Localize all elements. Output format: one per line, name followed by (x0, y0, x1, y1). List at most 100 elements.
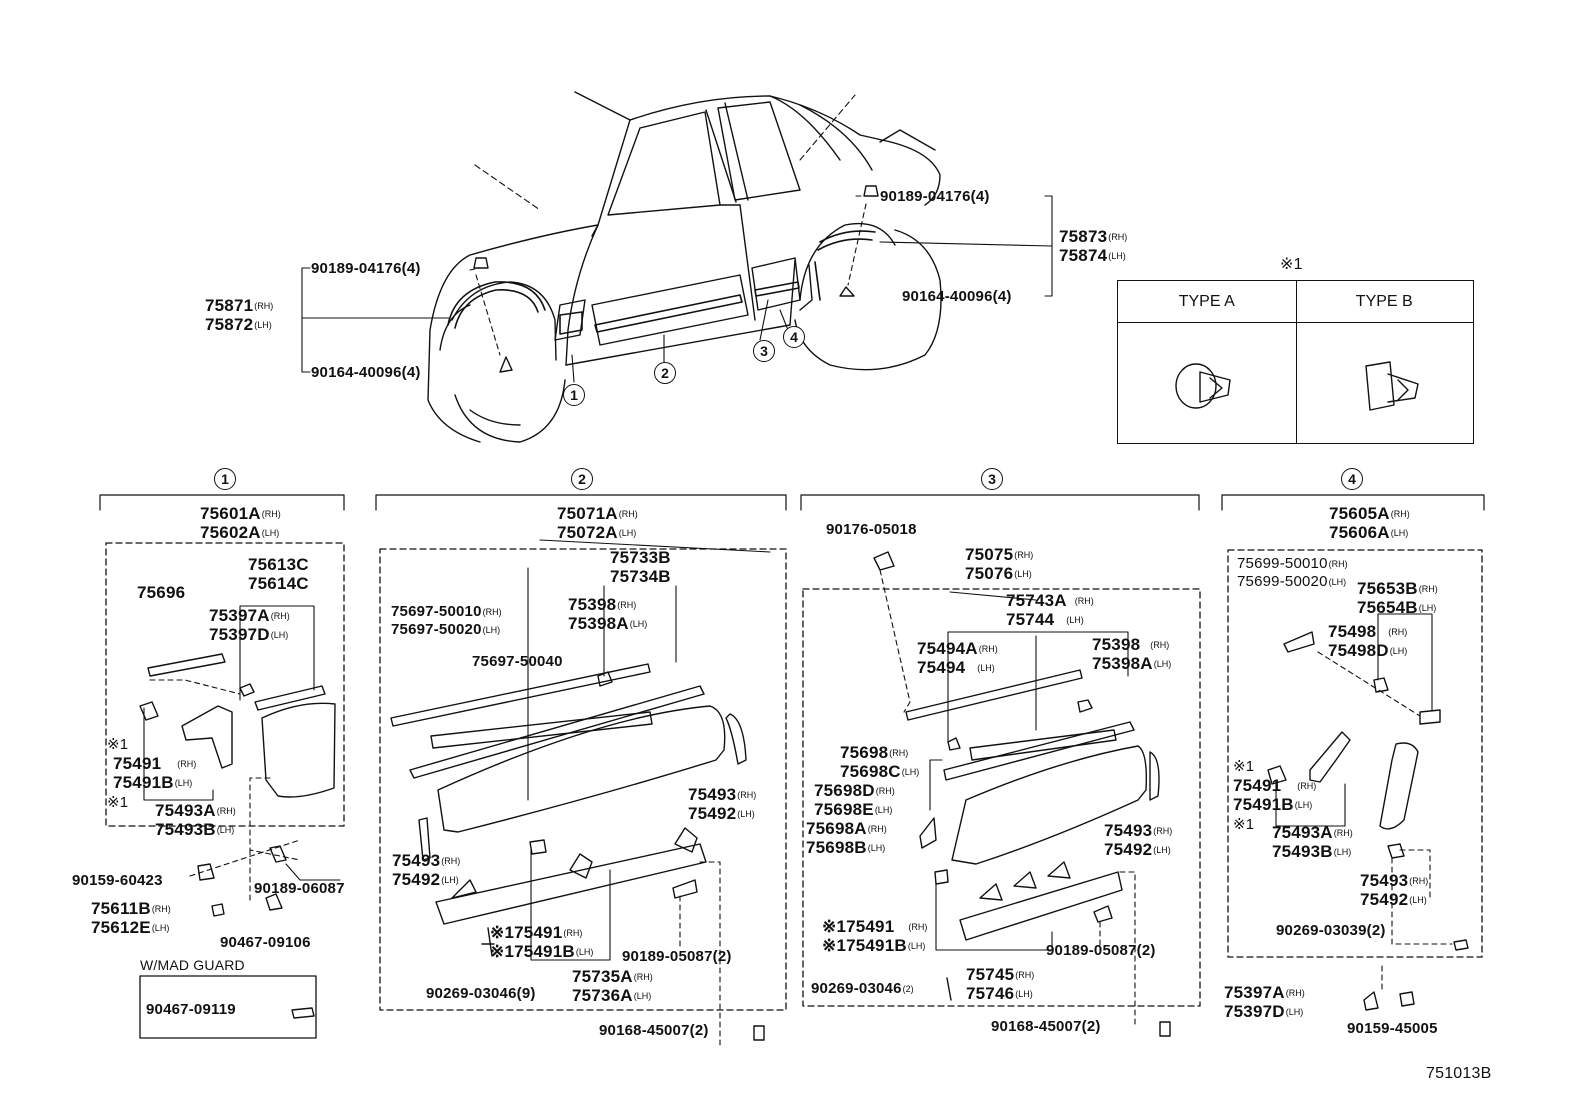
section4-leaders (1275, 613, 1453, 991)
s3-75075: 75075(RH) (965, 545, 1034, 564)
s4-note2: ※1 (1233, 816, 1255, 833)
section1-leaders (143, 605, 341, 901)
s4-75493: 75493(RH) (1360, 871, 1429, 890)
s3-75698c: 75698C(LH) (840, 762, 920, 781)
s3-75494: 75494(LH) (917, 658, 995, 677)
s3-75745: 75745(RH) (966, 965, 1035, 984)
s1-assembly-rh: 75601A(RH) (200, 504, 281, 523)
s2-90269: 90269-03046(9) (426, 985, 536, 1002)
s4-assembly-rh: 75605A(RH) (1329, 504, 1410, 523)
s4-assembly-lh: 75606A(LH) (1329, 523, 1409, 542)
s4-75653b: 75653B(RH) (1357, 579, 1438, 598)
s3-75698a: 75698A(RH) (806, 819, 887, 838)
s1-75493a: 75493A(RH) (155, 801, 236, 820)
s2-75734b: 75734B (610, 567, 671, 586)
callout-4-top: 4 (783, 326, 805, 348)
s1-90467a: 90467-09106 (220, 934, 311, 951)
front-clip-label: 90189-04176(4) (311, 260, 421, 277)
rear-liner-rh-label: 75873(RH) (1059, 227, 1128, 246)
s4-90159: 90159-45005 (1347, 1020, 1438, 1037)
s2-75398a: 75398A(LH) (568, 614, 648, 633)
section3-leaders (879, 569, 1136, 1027)
s3-75398a: 75398A(LH) (1092, 654, 1172, 673)
s2-75697-40: 75697-50040 (472, 653, 563, 670)
section-dashed-boxes (105, 542, 1483, 1011)
s3-90176: 90176-05018 (826, 521, 917, 538)
rear-clip-label: 90189-04176(4) (880, 188, 990, 205)
top-leaders (301, 94, 1053, 383)
s4-75498: 75498(RH) (1328, 622, 1408, 641)
rear-screw-label: 90164-40096(4) (902, 288, 1012, 305)
s3-75492: 75492(LH) (1104, 840, 1171, 859)
callout-3-top: 3 (753, 340, 775, 362)
s1-75614c: 75614C (248, 574, 309, 593)
s1-75491: 75491(RH) (113, 754, 197, 773)
s2-75736a: 75736A(LH) (572, 986, 652, 1005)
front-liner-lh-label: 75872(LH) (205, 315, 272, 334)
section4-parts (1267, 631, 1469, 1011)
s3-75494a: 75494A(RH) (917, 639, 998, 658)
s4-75699-20: 75699-50020(LH) (1237, 573, 1347, 590)
s1-assembly-lh: 75602A(LH) (200, 523, 280, 542)
s4-75699-10: 75699-50010(RH) (1237, 555, 1348, 572)
s3-75698e: 75698E(LH) (814, 800, 893, 819)
s2-75492-left: 75492(LH) (392, 870, 459, 889)
s3-75744: 75744(LH) (1006, 610, 1084, 629)
section2-parts (390, 663, 765, 1041)
s4-75492: 75492(LH) (1360, 890, 1427, 909)
s1-75491b: 75491B(LH) (113, 773, 193, 792)
s1-note1: ※1 (107, 736, 129, 753)
s3-75698b: 75698B(LH) (806, 838, 886, 857)
s2-75491: ※175491(RH) (490, 923, 583, 942)
type-a-header: TYPE A (1118, 281, 1296, 323)
s2-75493-right: 75493(RH) (688, 785, 757, 804)
s3-90189: 90189-05087(2) (1046, 942, 1156, 959)
callout-2-section: 2 (571, 468, 593, 490)
front-liner-rh-label: 75871(RH) (205, 296, 274, 315)
s4-75397d: 75397D(LH) (1224, 1002, 1304, 1021)
s1-75493b: 75493B(LH) (155, 820, 235, 839)
section1-parts (139, 653, 336, 1019)
s4-75498d: 75498D(LH) (1328, 641, 1408, 660)
rear-liner-lh-label: 75874(LH) (1059, 246, 1126, 265)
s4-75491b: 75491B(LH) (1233, 795, 1313, 814)
s1-75696: 75696 (137, 583, 186, 602)
callout-3-section: 3 (981, 468, 1003, 490)
s1-75397d: 75397D(LH) (209, 625, 289, 644)
figure-code: 751013B (1426, 1065, 1492, 1082)
s3-75398: 75398(RH) (1092, 635, 1170, 654)
s4-note1: ※1 (1233, 758, 1255, 775)
fender-liners (447, 230, 876, 329)
top-fasteners (473, 185, 879, 373)
s4-75491: 75491(RH) (1233, 776, 1317, 795)
s2-75735a: 75735A(RH) (572, 967, 653, 986)
s2-75491b: ※175491B(LH) (490, 942, 594, 961)
s3-75076: 75076(LH) (965, 564, 1032, 583)
s1-90189: 90189-06087 (254, 880, 345, 897)
type-a-clip-icon (1175, 363, 1231, 409)
s3-75493: 75493(RH) (1104, 821, 1173, 840)
s3-75746: 75746(LH) (966, 984, 1033, 1003)
s1-75611b: 75611B(RH) (91, 899, 171, 918)
s3-90269: 90269-03046(2) (811, 980, 914, 997)
mad-guard-title: W/MAD GUARD (140, 957, 245, 973)
s3-75698: 75698(RH) (840, 743, 909, 762)
s2-75493-left: 75493(RH) (392, 851, 461, 870)
car-body-outline (427, 91, 942, 443)
callout-2-top: 2 (654, 362, 676, 384)
s1-90467b: 90467-09119 (146, 1001, 236, 1018)
s3-75698d: 75698D(RH) (814, 781, 895, 800)
s1-75397a: 75397A(RH) (209, 606, 290, 625)
s2-75398: 75398(RH) (568, 595, 637, 614)
s4-75493b: 75493B(LH) (1272, 842, 1352, 861)
s3-90168: 90168-45007(2) (991, 1018, 1101, 1035)
s2-assembly-lh: 75072A(LH) (557, 523, 637, 542)
section2-leaders (527, 539, 771, 1047)
s4-90269: 90269-03039(2) (1276, 922, 1386, 939)
s2-75492-right: 75492(LH) (688, 804, 755, 823)
section-brackets (99, 494, 1485, 511)
section3-parts (873, 551, 1171, 1037)
type-b-clip-icon (1365, 361, 1419, 411)
callout-1-top: 1 (563, 384, 585, 406)
